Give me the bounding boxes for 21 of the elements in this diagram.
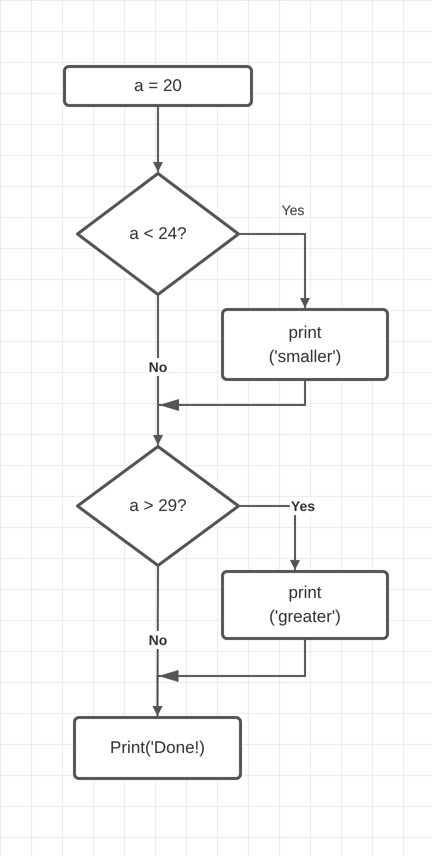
node-text: Print('Done!) [110,737,205,759]
node-text: print ('smaller') [268,322,342,368]
process-box [73,716,242,780]
decision-diamond [76,172,240,296]
arrow [240,505,300,570]
edge-label: No [148,631,168,649]
arrow [153,381,306,445]
arrow [240,233,310,308]
process-box [63,65,253,107]
edge-label: No [148,358,168,376]
arrow [153,107,163,172]
node-text: a = 20 [134,75,182,97]
node-text: a < 24? [129,223,187,245]
edge-label: Yes [280,201,306,219]
node-text: print ('greater') [268,582,342,628]
node-text: a > 29? [129,495,187,517]
arrow [152,640,306,716]
edge-label: Yes [290,497,316,515]
process-box [221,570,389,640]
decision-diamond [76,445,240,567]
process-box [221,308,389,381]
